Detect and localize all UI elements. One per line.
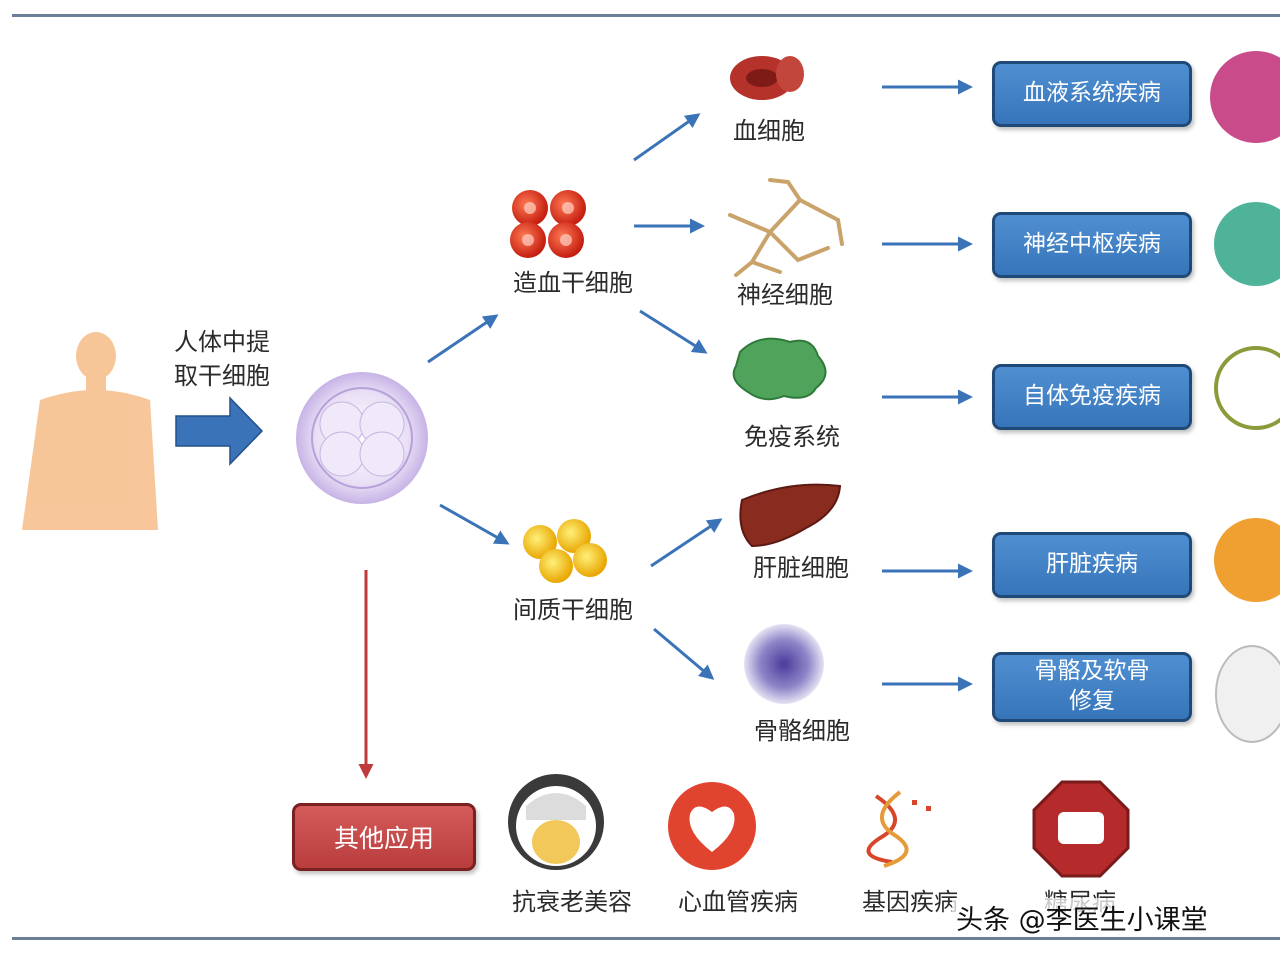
nerve-disease-icon <box>1214 202 1280 286</box>
source-label-line2: 取干细胞 <box>174 362 270 390</box>
mesenchymal-stem-cell-label: 间质干细胞 <box>513 596 633 624</box>
immune-cell-icon <box>732 337 827 401</box>
top-rule <box>12 14 1280 17</box>
bone-cell-label: 骨骼细胞 <box>754 717 850 745</box>
bone-cell-icon <box>744 624 824 704</box>
other-applications-box: 其他应用 <box>292 803 476 871</box>
watermark: 头条 @李医生小课堂 <box>952 898 1212 937</box>
skeleton-icon <box>1215 645 1280 743</box>
blood-disease-icon <box>1210 51 1280 143</box>
immune-system-label: 免疫系统 <box>744 423 840 451</box>
other-item-cardiovascular: 心血管疾病 <box>678 888 798 916</box>
other-item-anti-aging: 抗衰老美容 <box>512 888 632 916</box>
nerve-disease-box: 神经中枢疾病 <box>992 212 1192 278</box>
dna-icon <box>866 790 931 868</box>
human-silhouette-icon <box>22 332 158 530</box>
stop-sign-icon <box>1032 780 1130 878</box>
blood-cell-label: 血细胞 <box>733 117 805 145</box>
liver-disease-icon <box>1214 518 1280 602</box>
liver-cell-label: 肝脏细胞 <box>753 554 849 582</box>
bone-cartilage-box: 骨骼及软骨 修复 <box>992 652 1192 722</box>
embryo-cell-icon <box>296 372 428 504</box>
source-label-line1: 人体中提 <box>174 328 270 356</box>
blood-disease-box: 血液系统疾病 <box>992 61 1192 127</box>
other-item-genetic: 基因疾病 <box>862 888 958 916</box>
face-mask-icon <box>508 774 604 870</box>
liver-icon <box>739 483 842 548</box>
immune-disease-box: 自体免疫疾病 <box>992 364 1192 430</box>
immune-disease-icon <box>1214 346 1280 430</box>
red-cells-icon <box>510 190 586 258</box>
flow-arrows <box>427 79 973 692</box>
extraction-arrow-icon <box>175 396 264 466</box>
heart-icon <box>668 782 756 870</box>
blood-cell-icon <box>730 56 804 100</box>
liver-disease-box: 肝脏疾病 <box>992 532 1192 598</box>
nerve-cell-label: 神经细胞 <box>737 281 833 309</box>
bottom-rule <box>12 937 1280 940</box>
neuron-icon <box>728 178 844 277</box>
hematopoietic-stem-cell-label: 造血干细胞 <box>513 269 633 297</box>
yellow-cells-icon <box>523 519 607 583</box>
